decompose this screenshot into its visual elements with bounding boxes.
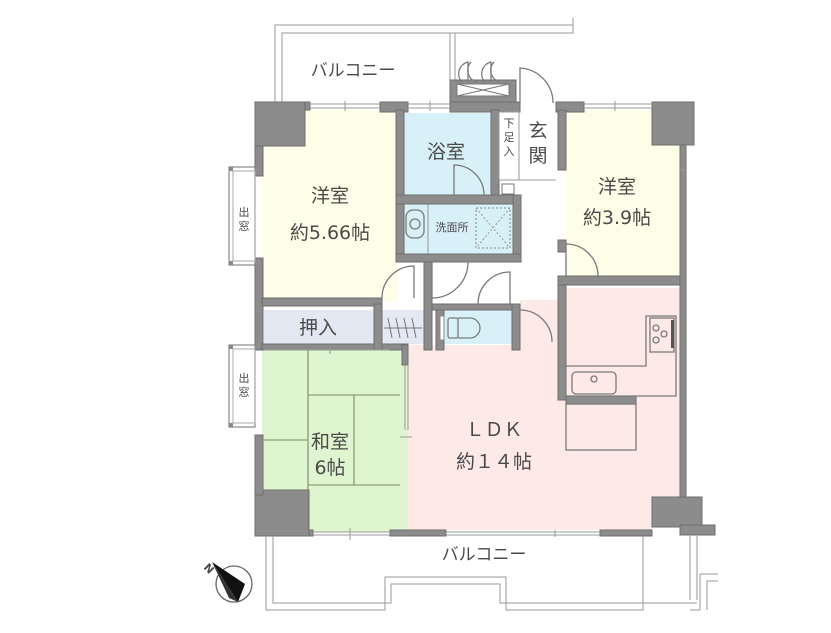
walls xyxy=(254,101,716,537)
closet-floor xyxy=(264,310,374,344)
entrance-label-1: 玄 xyxy=(528,120,547,142)
ldk-name: ＬＤＫ xyxy=(465,419,522,441)
bay-window-upper xyxy=(228,166,256,266)
ldk-size: 約１４帖 xyxy=(456,451,532,473)
washroom-fixtures xyxy=(405,204,511,254)
compass-north-label: N xyxy=(201,561,217,577)
western-room-2-name: 洋室 xyxy=(598,176,636,198)
bay-window-upper-label-2: 窓 xyxy=(239,219,250,233)
room1-door-swing xyxy=(381,265,415,299)
small-vent xyxy=(501,183,515,195)
shoe-closet-label-2: 足 xyxy=(504,131,515,144)
kitchen-counter xyxy=(565,315,677,451)
entrance-label-2: 関 xyxy=(528,145,547,167)
bathroom-door-swing xyxy=(453,164,485,196)
western-room-1-size: 約5.66帖 xyxy=(290,222,370,244)
ldk-door-swing xyxy=(519,309,553,343)
washroom-name: 洗面所 xyxy=(436,221,469,234)
bathroom-name: 浴室 xyxy=(427,141,465,163)
bay-window-lower-label-2: 窓 xyxy=(239,385,250,399)
japanese-room-name: 和室 xyxy=(311,431,349,453)
windows xyxy=(264,101,652,540)
bay-window-lower xyxy=(228,344,256,428)
toilet-icon xyxy=(439,315,481,341)
bay-window-lower-label-1: 出 xyxy=(239,371,250,385)
toilet-floor xyxy=(444,310,512,344)
ldk-floor xyxy=(408,288,680,530)
japanese-room-size: 6帖 xyxy=(314,457,345,479)
north-balcony-label: バルコニー xyxy=(311,61,396,81)
shoe-closet[interactable] xyxy=(498,111,520,181)
shoe-closet-label-3: 入 xyxy=(504,145,515,158)
north-balcony xyxy=(274,18,574,102)
room2-door-swing xyxy=(565,243,599,277)
meter-box xyxy=(449,61,517,105)
shoe-closet-label-1: 下 xyxy=(504,117,515,130)
storage-floor xyxy=(382,310,424,344)
washroom-door-swing xyxy=(431,261,469,299)
tatami-mats xyxy=(262,350,400,530)
storage-hanger-icon xyxy=(384,317,422,339)
western-room-1-name: 洋室 xyxy=(311,185,349,207)
western-room-2-size: 約3.9帖 xyxy=(583,207,651,229)
south-balcony-label: バルコニー xyxy=(442,545,527,565)
compass-icon xyxy=(212,562,253,603)
bay-window-upper-label-1: 出 xyxy=(239,205,250,219)
entrance-door-swing xyxy=(519,67,554,104)
south-balcony xyxy=(265,536,718,611)
bathroom-floor xyxy=(403,113,491,195)
toilet-door-swing xyxy=(477,271,511,305)
closet-name: 押入 xyxy=(299,317,337,339)
